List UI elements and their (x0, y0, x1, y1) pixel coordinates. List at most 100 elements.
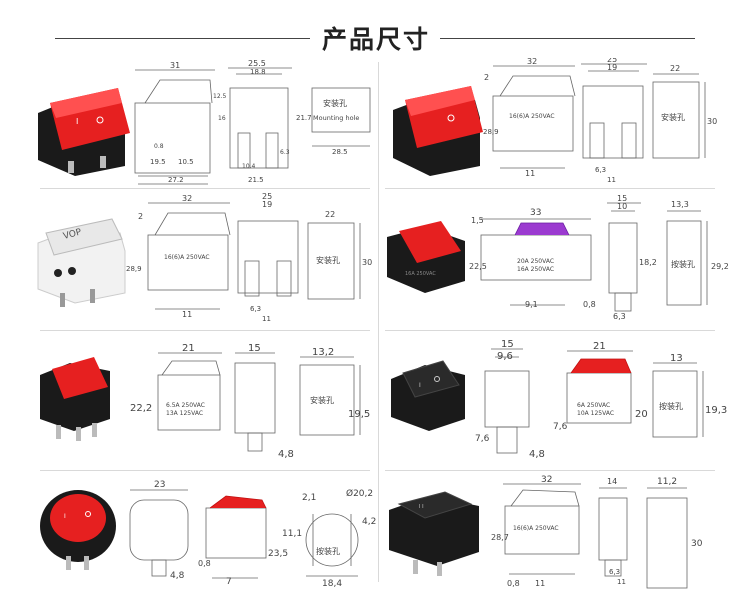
front-view (598, 487, 628, 577)
vop-text: VOP (62, 227, 83, 242)
column-divider (378, 62, 379, 582)
p2-top1: 32 (527, 58, 537, 66)
row-divider-2b (385, 330, 715, 331)
svg-text:I: I (76, 117, 78, 126)
side-view (492, 65, 576, 169)
mounting-hole (652, 73, 706, 159)
p2-top3: 19 (607, 63, 617, 72)
p6-b1: 4,8 (529, 449, 545, 460)
p3-top3: 19 (262, 200, 272, 209)
panel-7: I 23 23,5 4,8 0,8 7 2,1 Ø20,2 4,2 11,1 按… (30, 474, 380, 594)
switch-photo: I I (389, 491, 479, 576)
p1-hole-text2: Mounting hole (313, 114, 359, 122)
p4-hole-w: 13,3 (671, 200, 689, 209)
p4-h: 22,5 (469, 262, 487, 271)
p5-b1: 4,8 (278, 449, 294, 460)
p2-hole-h: 30 (707, 117, 717, 126)
p5-hole-text: 安装孔 (310, 395, 334, 405)
p3-hole-w: 22 (325, 210, 335, 219)
front-view (607, 202, 641, 312)
p4-spec1: 20A 250VAC (517, 258, 554, 265)
side-view (480, 218, 592, 306)
p7-top1: 23 (154, 480, 165, 490)
svg-text:I I: I I (419, 504, 424, 510)
p1-right2: 21.7 (296, 114, 312, 122)
p4-b1: 9,1 (525, 300, 538, 309)
title-bar: 产品尺寸 (0, 0, 749, 56)
panel-2-drawing: 32 25 19 2 28,9 16(6)A 250VAC 11 6,3 11 … (393, 55, 717, 184)
front-view (484, 348, 530, 454)
p1-hole-w: 28.5 (332, 148, 348, 156)
p1-d2: 19.5 (150, 158, 166, 166)
p3-spec: 16(6)A 250VAC (164, 254, 210, 261)
switch-photo: VOP (37, 218, 126, 307)
switch-photo (393, 86, 483, 176)
p6-mid: 20 (635, 409, 648, 420)
front-view (237, 220, 299, 297)
mounting-hole (299, 356, 361, 436)
panel-6: I 15 9,6 21 7,6 7,6 4,8 6A 250VAC 10A 12… (385, 335, 735, 471)
p1-top2: 25.5 (248, 59, 266, 68)
p6-top2: 9,6 (497, 351, 513, 362)
switch-photo (40, 357, 110, 441)
p6-top3: 21 (593, 341, 606, 352)
p2-top2: 25 (607, 58, 617, 64)
p2-b2: 6,3 (595, 166, 606, 174)
p6-left2: 7,6 (553, 422, 568, 432)
p1-hole-text1: 安装孔 (323, 98, 347, 108)
p2-b1: 11 (525, 169, 535, 178)
p6-hole-text: 按装孔 (659, 401, 683, 411)
p3-top2: 25 (262, 193, 272, 201)
p2-hole-w: 22 (670, 64, 680, 73)
panel-8-drawing: I I 32 14 11,2 28,7 16(6)A 250VAC 0,8 11… (389, 475, 703, 589)
panel-2: 32 25 19 2 28,9 16(6)A 250VAC 11 6,3 11 … (385, 55, 735, 192)
svg-text:16A 250VAC: 16A 250VAC (405, 271, 436, 277)
mounting-hole (305, 513, 359, 577)
p4-top1: 33 (530, 208, 541, 218)
panel-1-drawing: I 31 25.5 18.8 12.5 16 21.7 0.8 19.5 10.… (38, 59, 371, 185)
p6-spec1: 6A 250VAC (577, 402, 610, 409)
side-view (134, 69, 215, 185)
side-view (503, 483, 581, 575)
p8-b1: 0,8 (507, 579, 520, 588)
p3-hole-text: 安装孔 (316, 255, 340, 265)
p4-b2: 0,8 (583, 300, 596, 309)
side-view (205, 495, 267, 579)
p6-hole-h: 19,3 (705, 405, 727, 416)
p8-top1: 32 (541, 475, 552, 485)
p5-spec1: 6.5A 250VAC (166, 402, 205, 409)
p4-mid: 18,2 (639, 258, 657, 267)
p7-r2: Ø20,2 (346, 488, 373, 499)
svg-text:I: I (419, 382, 421, 389)
row-divider-1b (385, 188, 715, 189)
panel-4-drawing: 16A 250VAC 33 15 10 1,5 22,5 20A 250VAC … (387, 194, 729, 321)
panel-6-drawing: I 15 9,6 21 7,6 7,6 4,8 6A 250VAC 10A 12… (391, 339, 727, 460)
p8-spec: 16(6)A 250VAC (513, 525, 559, 532)
p6-spec2: 10A 125VAC (577, 410, 614, 417)
p7-hole-text: 按装孔 (316, 546, 340, 556)
panel-7-drawing: I 23 23,5 4,8 0,8 7 2,1 Ø20,2 4,2 11,1 按… (40, 480, 376, 589)
row-divider-2 (40, 330, 370, 331)
title-rule-right (440, 38, 695, 39)
p4-left1: 1,5 (471, 216, 484, 225)
p5-hole-h: 19,5 (348, 409, 370, 420)
row-divider-1 (40, 188, 370, 189)
mounting-hole (307, 222, 361, 300)
p3-left: 2 (138, 212, 143, 221)
switch-photo: I (391, 360, 465, 431)
switch-photo: 16A 250VAC (387, 221, 465, 293)
p5-h: 22,2 (130, 403, 152, 414)
panel-8: I I 32 14 11,2 28,7 16(6)A 250VAC 0,8 11… (385, 474, 735, 594)
side-view (566, 350, 633, 424)
panel-3-drawing: VOP 32 25 19 2 28,9 16(6)A 250VAC 11 6,3… (37, 192, 372, 323)
side-view (147, 202, 231, 310)
p5-top2: 15 (248, 343, 261, 354)
p2-spec: 16(6)A 250VAC (509, 113, 555, 120)
panel-5: 21 15 22,2 6.5A 250VAC 13A 125VAC 4,8 13… (30, 335, 380, 471)
p8-b2: 11 (535, 579, 545, 588)
p3-hole-h: 30 (362, 258, 372, 267)
row-divider-3b (385, 470, 715, 471)
mounting-hole (652, 362, 704, 438)
p3-b1: 11 (182, 310, 192, 319)
p1-side: 16 (218, 115, 226, 122)
